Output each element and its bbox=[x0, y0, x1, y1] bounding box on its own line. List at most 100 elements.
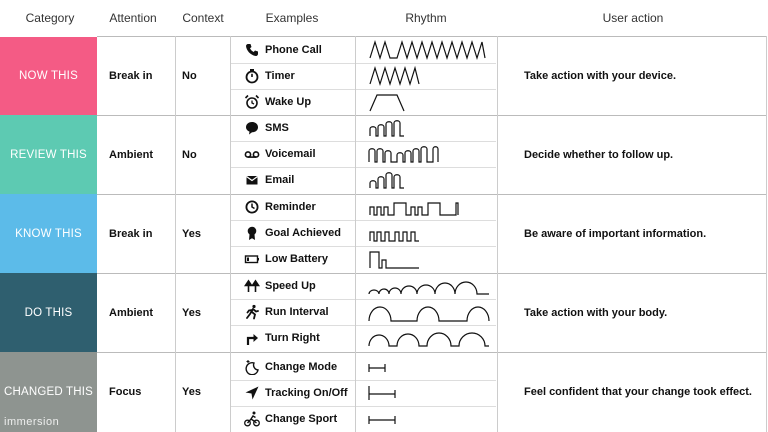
rhythm-pattern bbox=[369, 65, 420, 87]
example-label: Goal Achieved bbox=[265, 227, 342, 239]
rhythm-pattern bbox=[369, 202, 459, 216]
user-action-cell: Feel confident that your change took eff… bbox=[524, 386, 752, 398]
row-divider bbox=[230, 406, 496, 407]
column-divider bbox=[355, 36, 356, 432]
example-row: Turn Right bbox=[230, 325, 498, 351]
row-divider bbox=[230, 141, 496, 142]
header-rhythm: Rhythm bbox=[405, 11, 447, 25]
group-review-this: REVIEW THIS Ambient No Decide whether to… bbox=[0, 115, 768, 194]
rhythm-pattern bbox=[369, 39, 486, 61]
header-user-action: User action bbox=[602, 11, 664, 25]
example-row: Speed Up bbox=[230, 273, 498, 299]
attention-cell: Ambient bbox=[109, 148, 153, 161]
example-label: Change Mode bbox=[265, 361, 338, 373]
alarm-clock-icon bbox=[244, 94, 260, 109]
rhythm-pattern bbox=[368, 281, 489, 295]
rhythm-pattern bbox=[368, 332, 489, 347]
example-label: Email bbox=[265, 174, 295, 186]
example-row: Change Mode bbox=[230, 354, 498, 380]
context-cell: No bbox=[182, 148, 197, 161]
clock-icon bbox=[245, 200, 259, 214]
header-examples: Examples bbox=[265, 11, 319, 25]
attention-cell: Focus bbox=[109, 386, 142, 398]
example-row: Timer bbox=[230, 63, 498, 89]
column-divider bbox=[230, 36, 231, 432]
moon-sparkle-icon bbox=[245, 360, 259, 375]
example-label: Low Battery bbox=[265, 253, 328, 265]
user-action-cell: Decide whether to follow up. bbox=[524, 148, 674, 161]
column-divider bbox=[497, 36, 498, 432]
example-label: Speed Up bbox=[265, 280, 316, 292]
group-divider bbox=[97, 352, 767, 353]
rhythm-pattern bbox=[368, 306, 490, 322]
category-cell: REVIEW THIS bbox=[0, 115, 97, 194]
context-cell: Yes bbox=[182, 386, 201, 398]
example-row: Wake Up bbox=[230, 89, 498, 115]
row-divider bbox=[230, 89, 496, 90]
example-label: Voicemail bbox=[265, 148, 316, 160]
row-divider bbox=[230, 246, 496, 247]
envelope-icon bbox=[246, 176, 258, 185]
example-label: SMS bbox=[265, 122, 289, 134]
example-row: Email bbox=[230, 167, 498, 193]
example-label: Turn Right bbox=[265, 332, 320, 344]
example-row: Low Battery bbox=[230, 246, 498, 272]
rhythm-pattern bbox=[368, 416, 396, 424]
example-label: Tracking On/Off bbox=[265, 387, 348, 399]
example-row: Tracking On/Off bbox=[230, 380, 498, 406]
example-label: Reminder bbox=[265, 201, 316, 213]
rhythm-pattern bbox=[368, 146, 439, 163]
example-label: Timer bbox=[265, 70, 295, 82]
group-now-this: NOW THIS Break in No Take action with yo… bbox=[0, 37, 768, 115]
phone-icon bbox=[246, 44, 258, 56]
category-cell: CHANGED THIS bbox=[0, 352, 97, 432]
double-arrow-up-icon bbox=[244, 279, 260, 292]
medal-icon bbox=[247, 226, 257, 240]
user-action-cell: Take action with your device. bbox=[524, 70, 677, 82]
cyclist-icon bbox=[244, 411, 260, 427]
category-cell: DO THIS bbox=[0, 273, 97, 352]
rhythm-pattern bbox=[369, 251, 419, 269]
example-label: Wake Up bbox=[265, 96, 312, 108]
rhythm-pattern bbox=[369, 94, 405, 112]
example-label: Phone Call bbox=[265, 44, 322, 56]
navigation-arrow-icon bbox=[245, 386, 259, 400]
user-action-cell: Take action with your body. bbox=[524, 306, 668, 319]
group-changed-this: CHANGED THIS Focus Yes Feel confident th… bbox=[0, 352, 768, 432]
header-category: Category bbox=[25, 11, 75, 25]
header-context: Context bbox=[182, 11, 224, 25]
attention-cell: Break in bbox=[109, 227, 153, 240]
category-cell: KNOW THIS bbox=[0, 194, 97, 273]
example-row: Change Sport bbox=[230, 406, 498, 432]
runner-icon bbox=[246, 304, 259, 320]
voicemail-icon bbox=[244, 151, 260, 158]
example-row: Phone Call bbox=[230, 37, 498, 63]
timer-icon bbox=[245, 69, 259, 84]
group-divider bbox=[97, 115, 767, 116]
example-row: SMS bbox=[230, 115, 498, 141]
watermark-logo: immersion bbox=[4, 416, 60, 428]
column-divider bbox=[766, 36, 767, 432]
attention-cell: Ambient bbox=[109, 306, 153, 319]
row-divider bbox=[230, 325, 496, 326]
chat-bubble-icon bbox=[246, 122, 258, 135]
context-cell: No bbox=[182, 70, 197, 82]
row-divider bbox=[230, 220, 496, 221]
rhythm-pattern bbox=[369, 172, 404, 189]
turn-right-icon bbox=[246, 334, 258, 345]
group-do-this: DO THIS Ambient Yes Take action with you… bbox=[0, 273, 768, 352]
category-cell: NOW THIS bbox=[0, 37, 97, 115]
group-know-this: KNOW THIS Break in Yes Be aware of impor… bbox=[0, 194, 768, 273]
rhythm-pattern bbox=[368, 386, 396, 400]
rhythm-pattern bbox=[369, 231, 419, 242]
example-row: Reminder bbox=[230, 194, 498, 220]
rhythm-pattern bbox=[369, 120, 404, 137]
group-divider bbox=[97, 36, 767, 37]
example-label: Change Sport bbox=[265, 413, 338, 425]
example-row: Goal Achieved bbox=[230, 220, 498, 246]
example-row: Run Interval bbox=[230, 299, 498, 325]
context-cell: Yes bbox=[182, 306, 201, 319]
column-divider bbox=[175, 36, 176, 432]
battery-low-icon bbox=[244, 255, 259, 264]
user-action-cell: Be aware of important information. bbox=[524, 227, 707, 240]
